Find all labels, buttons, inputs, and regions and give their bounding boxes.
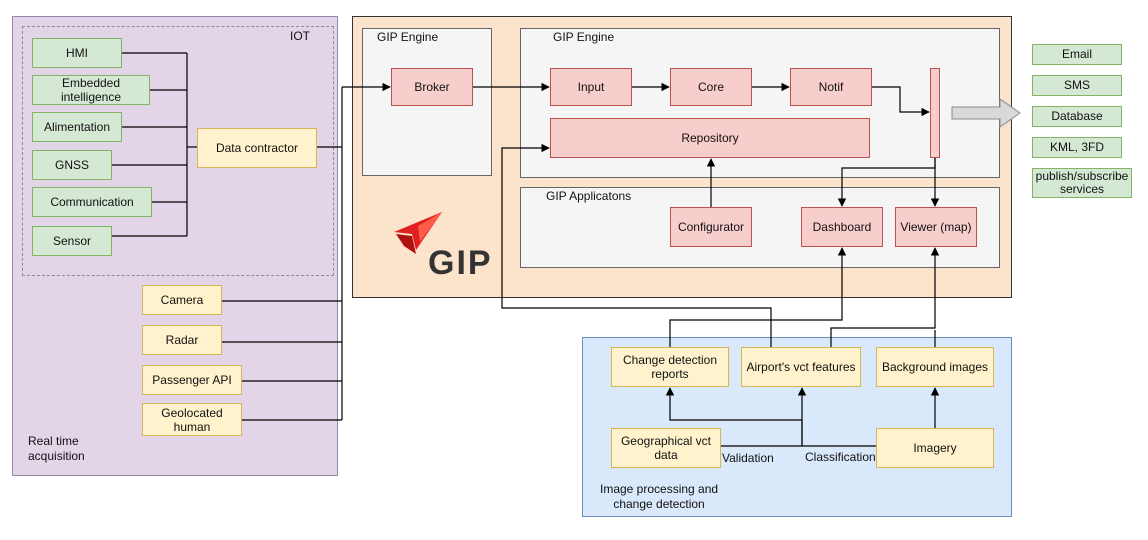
core-box[interactable]: Core	[670, 68, 752, 106]
database-output[interactable]: Database	[1032, 106, 1122, 127]
alimentation-box[interactable]: Alimentation	[32, 112, 122, 142]
data-contractor-box[interactable]: Data contractor	[197, 128, 317, 168]
gip-applications-title: GIP Applicatons	[546, 189, 632, 203]
gip-logo-icon	[394, 212, 442, 254]
kml-3fd-output[interactable]: KML, 3FD	[1032, 137, 1122, 158]
repository-box[interactable]: Repository	[550, 118, 870, 158]
gip-logo-text: GIP	[428, 244, 493, 282]
notif-box[interactable]: Notif	[790, 68, 872, 106]
realtime-acquisition-caption: Real time acquisition	[28, 434, 85, 463]
gip-engine-left-title: GIP Engine	[377, 30, 439, 44]
gnss-box[interactable]: GNSS	[32, 150, 112, 180]
configurator-box[interactable]: Configurator	[670, 207, 752, 247]
broker-box[interactable]: Broker	[391, 68, 473, 106]
validation-label: Validation	[722, 451, 774, 465]
embedded-intelligence-box[interactable]: Embedded intelligence	[32, 75, 150, 105]
sensor-box[interactable]: Sensor	[32, 226, 112, 256]
airports-vct-features-box[interactable]: Airport's vct features	[741, 347, 861, 387]
sms-output[interactable]: SMS	[1032, 75, 1122, 96]
dashboard-box[interactable]: Dashboard	[801, 207, 883, 247]
image-processing-caption: Image processing and change detection	[600, 482, 719, 511]
communication-box[interactable]: Communication	[32, 187, 152, 217]
radar-box[interactable]: Radar	[142, 325, 222, 355]
background-images-box[interactable]: Background images	[876, 347, 994, 387]
passenger-api-box[interactable]: Passenger API	[142, 365, 242, 395]
publish-subscribe-output[interactable]: publish/subscribe services	[1032, 168, 1132, 198]
imagery-box[interactable]: Imagery	[876, 428, 994, 468]
iot-group	[22, 26, 334, 276]
gip-engine-right-title: GIP Engine	[553, 30, 615, 44]
notification-bus-bar	[930, 68, 940, 158]
viewer-map-box[interactable]: Viewer (map)	[895, 207, 977, 247]
change-detection-reports-box[interactable]: Change detection reports	[611, 347, 729, 387]
input-box[interactable]: Input	[550, 68, 632, 106]
camera-box[interactable]: Camera	[142, 285, 222, 315]
email-output[interactable]: Email	[1032, 44, 1122, 65]
geographical-vct-data-box[interactable]: Geographical vct data	[611, 428, 721, 468]
iot-title: IOT	[290, 29, 310, 43]
classification-label: Classification	[805, 450, 876, 464]
hmi-box[interactable]: HMI	[32, 38, 122, 68]
geolocated-human-box[interactable]: Geolocated human	[142, 403, 242, 436]
